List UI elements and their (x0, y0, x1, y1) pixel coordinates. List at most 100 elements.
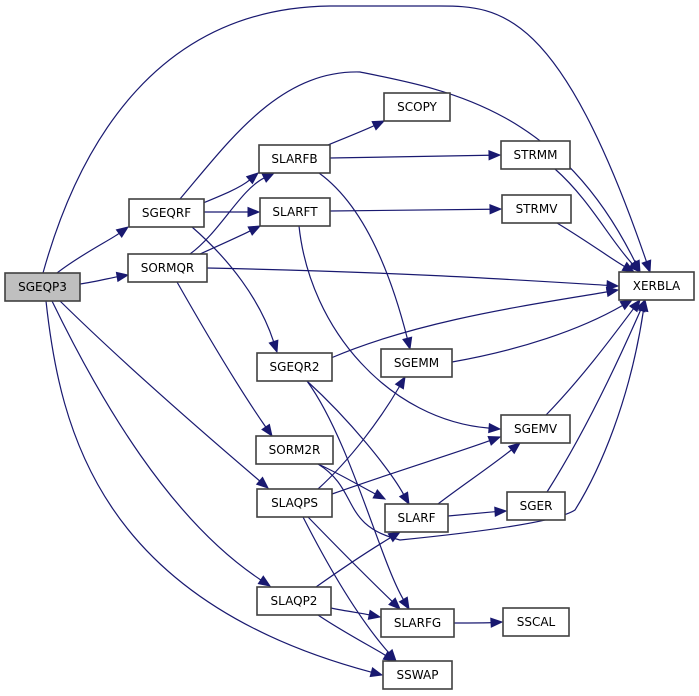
edge-sorm2r-to-xerbla (317, 298, 649, 541)
edge-line (327, 125, 375, 146)
edge-sgeqp3-to-sormqr (79, 271, 130, 285)
edge-line (317, 386, 400, 490)
node-label: SORM2R (269, 443, 321, 457)
arrowhead-icon (387, 531, 402, 543)
arrowhead-icon (247, 206, 261, 218)
node-box (256, 488, 333, 518)
edge-sorm2r-to-slarf (317, 463, 387, 500)
node-sgeqp3[interactable]: SGEQP3 (4, 272, 81, 302)
edge-line (189, 177, 265, 255)
node-strmv[interactable]: STRMV (501, 194, 572, 224)
edge-line (206, 267, 608, 286)
node-label: STRMV (516, 202, 559, 216)
edge-line (42, 5, 647, 274)
edge-line (306, 380, 405, 495)
edge-slarfb-to-strmm (329, 149, 502, 161)
edge-line (331, 440, 490, 495)
arrowhead-icon (641, 259, 652, 274)
edge-line (56, 232, 120, 274)
node-box (384, 503, 449, 533)
node-sorm2r[interactable]: SORM2R (255, 435, 334, 465)
node-box (380, 348, 453, 378)
edge-sgeqp3-to-xerbla (42, 5, 652, 274)
node-slarf[interactable]: SLARF (384, 503, 449, 533)
arrowhead-icon (494, 506, 508, 517)
edge-line (202, 179, 250, 204)
node-xerbla[interactable]: XERBLA (618, 271, 695, 301)
node-label: SCOPY (397, 100, 437, 114)
arrowhead-icon (490, 617, 504, 628)
node-box (618, 271, 695, 301)
node-label: SGEQRF (142, 206, 191, 220)
edge-sormqr-to-slarft (199, 225, 262, 255)
arrowhead-icon (621, 261, 636, 273)
node-slaqps[interactable]: SLAQPS (256, 488, 333, 518)
edge-slaqps-to-sgemm (317, 375, 406, 490)
node-label: STRMM (514, 148, 558, 162)
edge-slarfb-to-sgemm (318, 172, 413, 351)
edge-line (302, 516, 390, 654)
edge-line (437, 449, 512, 505)
arrowhead-icon (245, 172, 260, 185)
node-sgeqr2[interactable]: SGEQR2 (256, 352, 333, 382)
edge-line (191, 226, 275, 342)
node-slarfg[interactable]: SLARFG (380, 608, 455, 638)
nodes-layer: SGEQP3 SGEQRF SORMQR SLARFB SLARFT SCOPY STRMM… (4, 92, 695, 690)
edge-line (176, 281, 267, 428)
arrowhead-icon (628, 260, 641, 273)
edge-line (330, 607, 370, 616)
node-sgemm[interactable]: SGEMM (380, 348, 453, 378)
node-label: SGEMV (514, 422, 558, 436)
edge-line (307, 516, 393, 602)
node-sgeqrf[interactable]: SGEQRF (128, 198, 205, 228)
edge-line (545, 308, 634, 416)
edge-slarf-to-sgemv (437, 442, 522, 505)
edge-strmm-to-xerbla (554, 168, 641, 273)
arrowhead-icon (398, 596, 410, 611)
node-label: SSCAL (517, 615, 556, 629)
arrowhead-icon (488, 149, 502, 161)
arrowhead-icon (247, 225, 262, 236)
arrowhead-icon (115, 271, 130, 283)
node-box (127, 253, 208, 283)
arrowhead-icon (398, 491, 410, 506)
arrowhead-icon (382, 650, 397, 662)
arrowhead-icon (489, 203, 503, 215)
node-slarfb[interactable]: SLARFB (258, 144, 331, 174)
node-sscal[interactable]: SSCAL (502, 607, 570, 637)
edge-slarft-to-strmv (329, 203, 503, 215)
edge-sgeqrf-to-sgeqr2 (191, 226, 279, 354)
edge-line (546, 309, 642, 493)
edge-sgeqp3-to-sgeqrf (56, 226, 130, 274)
edge-sgeqp3-to-sswap (45, 300, 384, 678)
node-box (500, 140, 571, 170)
node-sswap[interactable]: SSWAP (382, 660, 453, 690)
arrowhead-icon (371, 120, 386, 131)
edge-line (298, 225, 490, 429)
edge-sgeqr2-to-slarf (306, 380, 410, 506)
edge-sgemv-to-xerbla (545, 298, 641, 416)
edge-slarfg-to-sscal (453, 617, 504, 628)
node-slaqp2[interactable]: SLAQP2 (256, 586, 332, 616)
edge-strmv-to-xerbla (556, 222, 636, 273)
arrowhead-icon (255, 476, 270, 489)
arrowhead-icon (372, 489, 387, 500)
arrowhead-icon (388, 597, 401, 610)
edge-line (451, 304, 623, 363)
node-strmm[interactable]: STRMM (500, 140, 571, 170)
node-sormqr[interactable]: SORMQR (127, 253, 208, 283)
edge-line (45, 300, 372, 673)
node-slarft[interactable]: SLARFT (259, 197, 331, 227)
node-sgemv[interactable]: SGEMV (500, 414, 571, 444)
arrowhead-icon (268, 339, 279, 354)
node-label: SLAQPS (271, 496, 318, 510)
arrowhead-icon (394, 375, 406, 390)
node-label: SLAQP2 (271, 594, 318, 608)
arrowhead-icon (402, 336, 413, 351)
node-box (258, 144, 331, 174)
arrowhead-icon (261, 172, 276, 183)
node-sger[interactable]: SGER (506, 491, 566, 521)
node-box (259, 197, 331, 227)
node-scopy[interactable]: SCOPY (383, 92, 451, 122)
edge-line (447, 511, 496, 517)
